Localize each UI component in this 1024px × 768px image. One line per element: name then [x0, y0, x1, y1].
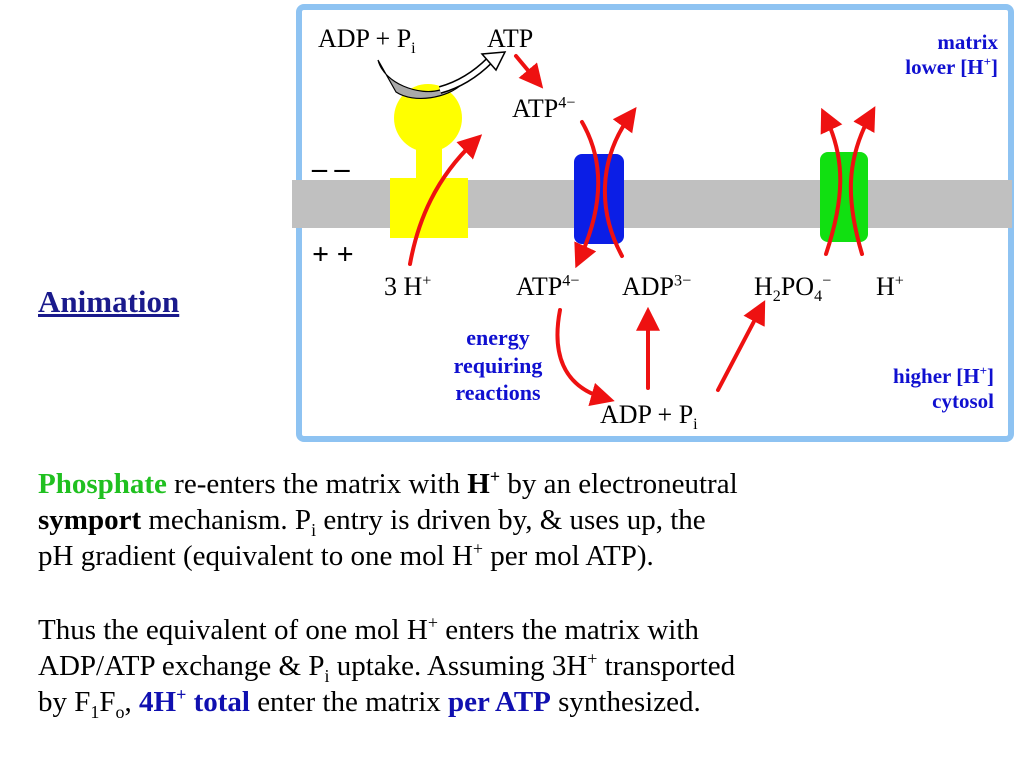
- adp-in-arrow: [602, 106, 637, 258]
- phosphate-symporter: [820, 152, 868, 242]
- cytosol-adp-label: ADP3−: [622, 272, 692, 301]
- atp-use-arrow: [555, 308, 615, 407]
- phosphate-label: H2PO4−: [754, 272, 832, 306]
- atp-out-arrow: [574, 120, 601, 269]
- cytosol-label: higher [H+] cytosol: [893, 363, 994, 414]
- proton-in-arrow: [848, 106, 876, 256]
- energy-requiring-reactions-label: energy requiring reactions: [453, 325, 543, 405]
- atp-release-arrow: [514, 54, 544, 89]
- proton-synthase-arrow: [408, 134, 483, 266]
- phosphate-in-arrow: [820, 107, 843, 256]
- synthesis-arrow-tip: [480, 51, 507, 72]
- negative-charge: – –: [312, 152, 350, 185]
- top-adp-pi-label: ADP + Pi: [318, 24, 416, 58]
- bottom-adp-pi-label: ADP + Pi: [600, 400, 698, 434]
- symport-proton-label: H+: [876, 272, 904, 301]
- paragraph-summary: Thus the equivalent of one mol H+ enters…: [38, 612, 736, 722]
- matrix-label: matrix lower [H+]: [905, 30, 998, 80]
- cytosol-atp-label: ATP4−: [516, 272, 580, 301]
- top-atp-label: ATP: [487, 24, 534, 53]
- matrix-atp-label: ATP4−: [512, 94, 576, 123]
- three-protons-label: 3 H+: [384, 272, 432, 301]
- phosphate-return-arrow: [716, 300, 766, 392]
- animation-link[interactable]: Animation: [38, 284, 180, 319]
- paragraph-phosphate: Phosphate re-enters the matrix with H+ b…: [38, 466, 738, 572]
- positive-charge: + +: [312, 238, 354, 271]
- synthesis-arrow: [377, 59, 465, 99]
- atp-synthase: [390, 84, 468, 238]
